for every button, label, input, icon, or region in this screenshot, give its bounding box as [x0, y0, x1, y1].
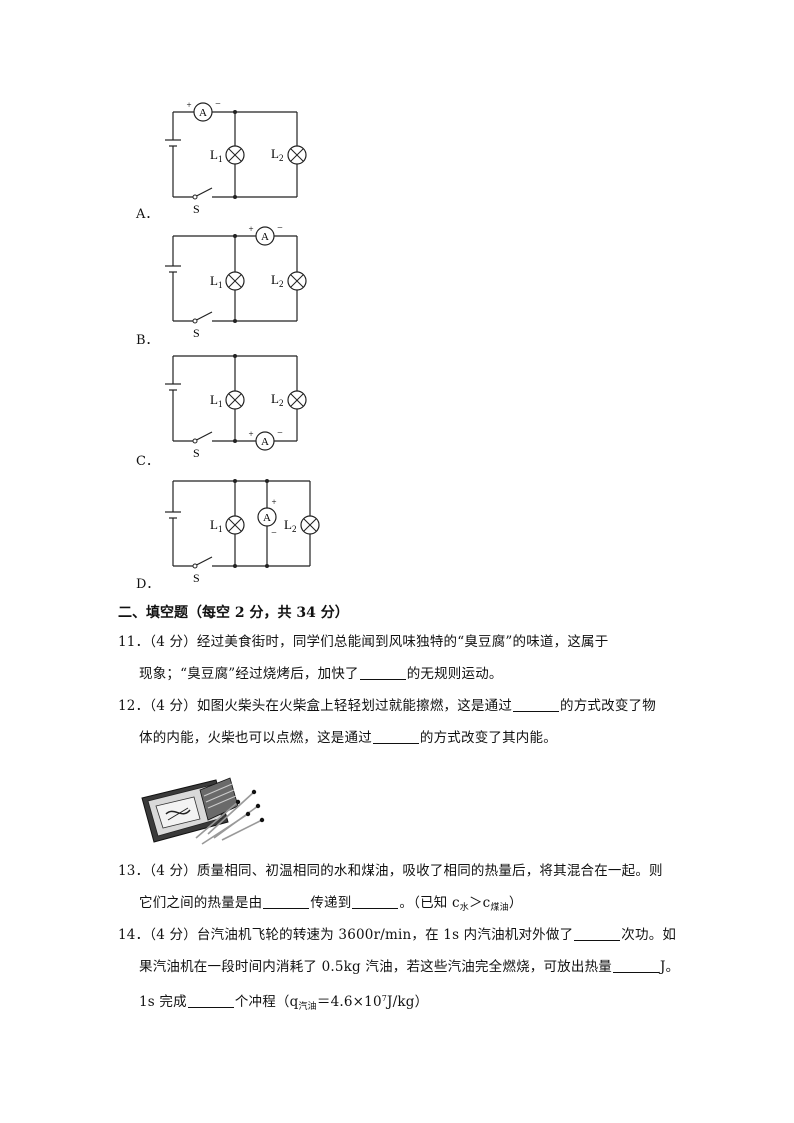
switch-icon: [173, 556, 310, 569]
circuit-diagram-c: L 1 L 2 A + − S: [165, 354, 307, 460]
switch-icon: [173, 187, 297, 200]
ammeter-plus: +: [186, 100, 191, 110]
ammeter-icon: A + −: [248, 223, 283, 246]
option-a-label: A．: [136, 207, 159, 222]
switch-icon: [173, 311, 297, 324]
lamp-l1-icon: [225, 145, 245, 165]
switch-icon: [173, 431, 256, 444]
ammeter-plus: +: [248, 224, 253, 234]
ammeter-minus: −: [215, 99, 221, 110]
section-title: 二、填空题（每空 2 分，共 34 分）: [118, 605, 349, 621]
circuit-diagram-b: A + − L 1 L 2 S: [165, 223, 307, 340]
lamp-l1-sub: 1: [218, 154, 223, 164]
switch-label: S: [193, 326, 200, 340]
lamp-l2-icon: [287, 390, 307, 410]
lamp-l1-icon: [225, 515, 245, 535]
answer-blank[interactable]: [263, 894, 310, 909]
ammeter-minus: −: [277, 223, 283, 234]
question-14-line-3: 1s 完成个冲程（q汽油＝4.6×107J/kg）: [139, 993, 429, 1012]
question-14-line-1: 14．（4 分）台汽油机飞轮的转速为 3600r/min，在 1s 内汽油机对外…: [118, 926, 677, 943]
lamp-l2-icon: [300, 515, 320, 535]
ammeter-label: A: [261, 231, 269, 243]
switch-label: S: [193, 446, 200, 460]
lamp-l2-sub: 2: [292, 524, 297, 534]
answer-blank[interactable]: [574, 926, 621, 941]
circuit-diagram-a: A + − L 1 L 2 S: [165, 99, 307, 216]
question-13-line-2: 它们之间的热量是由传递到。（已知 c水＞c煤油）: [139, 894, 523, 913]
matchbox-illustration: [141, 777, 265, 845]
question-12-line-1: 12．（4 分）如图火柴头在火柴盒上轻轻划过就能擦燃，这是通过的方式改变了物: [118, 697, 656, 714]
answer-blank[interactable]: [359, 665, 406, 680]
battery-icon: [165, 236, 181, 321]
ammeter-label: A: [199, 107, 207, 119]
question-13-line-1: 13．（4 分）质量相同、初温相同的水和煤油，吸收了相同的热量后，将其混合在一起…: [118, 863, 663, 879]
lamp-l2-label: L: [271, 272, 279, 287]
option-b-label: B．: [136, 333, 159, 348]
question-11-line-1: 11．（4 分）经过美食街时，同学们总能闻到风味独特的“臭豆腐”的味道，这属于: [118, 634, 609, 650]
lamp-l2-sub: 2: [279, 153, 284, 163]
lamp-l2-icon: [287, 271, 307, 291]
lamp-l1-sub: 1: [218, 524, 223, 534]
lamp-l2-sub: 2: [279, 398, 284, 408]
ammeter-plus: +: [248, 429, 253, 439]
lamp-l1-label: L: [210, 147, 218, 162]
answer-blank[interactable]: [513, 697, 560, 712]
ammeter-icon: A + −: [257, 497, 277, 539]
ammeter-icon: A + −: [186, 99, 221, 122]
ammeter-minus: −: [271, 528, 277, 539]
matchbox-icon: [141, 777, 239, 843]
ammeter-icon: A + −: [248, 428, 283, 451]
answer-blank[interactable]: [352, 894, 399, 909]
answer-blank[interactable]: [372, 729, 419, 744]
lamp-l2-label: L: [271, 391, 279, 406]
switch-label: S: [193, 202, 200, 216]
ammeter-label: A: [263, 512, 271, 524]
battery-icon: [165, 112, 181, 197]
lamp-l1-icon: [225, 390, 245, 410]
answer-blank[interactable]: [612, 958, 659, 973]
lamp-l1-label: L: [210, 392, 218, 407]
ammeter-plus: +: [271, 497, 276, 507]
circuit-diagram-d: L 1 A + − L 2 S: [165, 479, 320, 585]
option-c-label: C．: [136, 454, 159, 469]
lamp-l1-icon: [225, 271, 245, 291]
lamp-l1-label: L: [210, 517, 218, 532]
battery-icon: [165, 356, 181, 441]
lamp-l2-icon: [287, 145, 307, 165]
ammeter-minus: −: [277, 428, 283, 439]
matches-icon: [195, 789, 265, 845]
lamp-l1-label: L: [210, 273, 218, 288]
answer-blank[interactable]: [187, 993, 234, 1008]
battery-icon: [165, 481, 181, 566]
question-11-line-2: 现象；“臭豆腐”经过烧烤后，加快了的无规则运动。: [139, 665, 503, 682]
lamp-l2-label: L: [271, 146, 279, 161]
lamp-l2-sub: 2: [279, 279, 284, 289]
lamp-l1-sub: 1: [218, 399, 223, 409]
switch-label: S: [193, 571, 200, 585]
option-d-label: D．: [136, 577, 160, 592]
lamp-l1-sub: 1: [218, 280, 223, 290]
lamp-l2-label: L: [284, 517, 292, 532]
question-12-line-2: 体的内能，火柴也可以点燃，这是通过的方式改变了其内能。: [139, 729, 557, 746]
ammeter-label: A: [261, 436, 269, 448]
